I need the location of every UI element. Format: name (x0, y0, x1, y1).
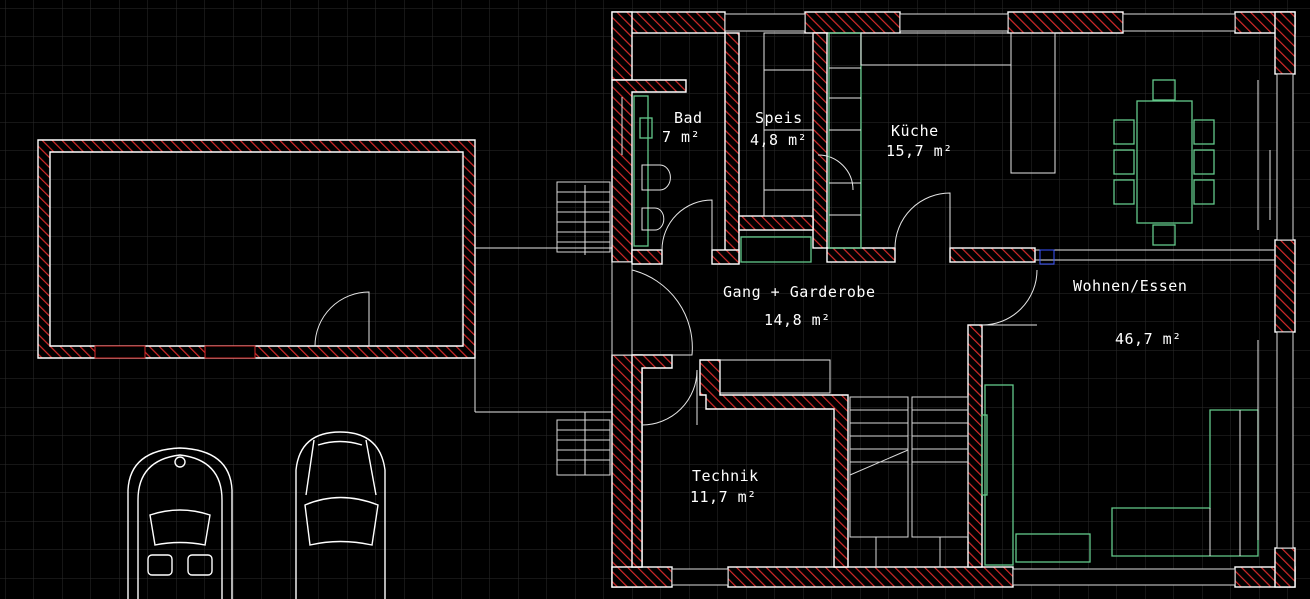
room-name-speis: Speis (755, 109, 803, 127)
room-area-speis: 4,8 m² (750, 131, 807, 149)
staircase (849, 396, 969, 567)
room-label-speis: Speis 4,8 m² (750, 109, 807, 149)
pantry-shelves (763, 32, 814, 217)
garage-window-1 (94, 345, 146, 359)
kitchen-living-opening (1035, 249, 1275, 265)
room-area-bad: 7 m² (662, 128, 700, 146)
entry-stair-bottom (556, 419, 611, 476)
room-area-wohnen: 46,7 m² (1115, 330, 1182, 348)
dining-table (1113, 79, 1215, 246)
garage (37, 139, 476, 359)
room-label-technik: Technik 11,7 m² (690, 467, 759, 506)
entry-stair-top (556, 181, 611, 253)
speis-radiator (740, 236, 812, 263)
kitchen-counters (828, 32, 1056, 249)
garage-window-2 (204, 345, 256, 359)
room-area-gang: 14,8 m² (764, 311, 831, 329)
car-left (127, 447, 233, 599)
bathroom-fixtures (621, 95, 671, 247)
room-area-kueche: 15,7 m² (886, 142, 953, 160)
room-label-wohnen: Wohnen/Essen 46,7 m² (1073, 277, 1187, 348)
room-name-kueche: Küche (891, 122, 939, 140)
window-curtains (1257, 80, 1271, 540)
room-label-kueche: Küche 15,7 m² (886, 122, 953, 160)
hall-cabinet (719, 359, 831, 394)
room-name-technik: Technik (692, 467, 759, 485)
room-label-bad: Bad 7 m² (662, 109, 703, 146)
garage-door-swing (314, 291, 370, 347)
room-label-gang: Gang + Garderobe 14,8 m² (723, 283, 876, 329)
room-name-gang: Gang + Garderobe (723, 283, 876, 301)
room-name-wohnen: Wohnen/Essen (1073, 277, 1187, 295)
room-area-technik: 11,7 m² (690, 488, 757, 506)
room-name-bad: Bad (674, 109, 703, 127)
car-right (295, 431, 386, 599)
doors (631, 154, 1038, 426)
connection-lines (474, 185, 612, 475)
